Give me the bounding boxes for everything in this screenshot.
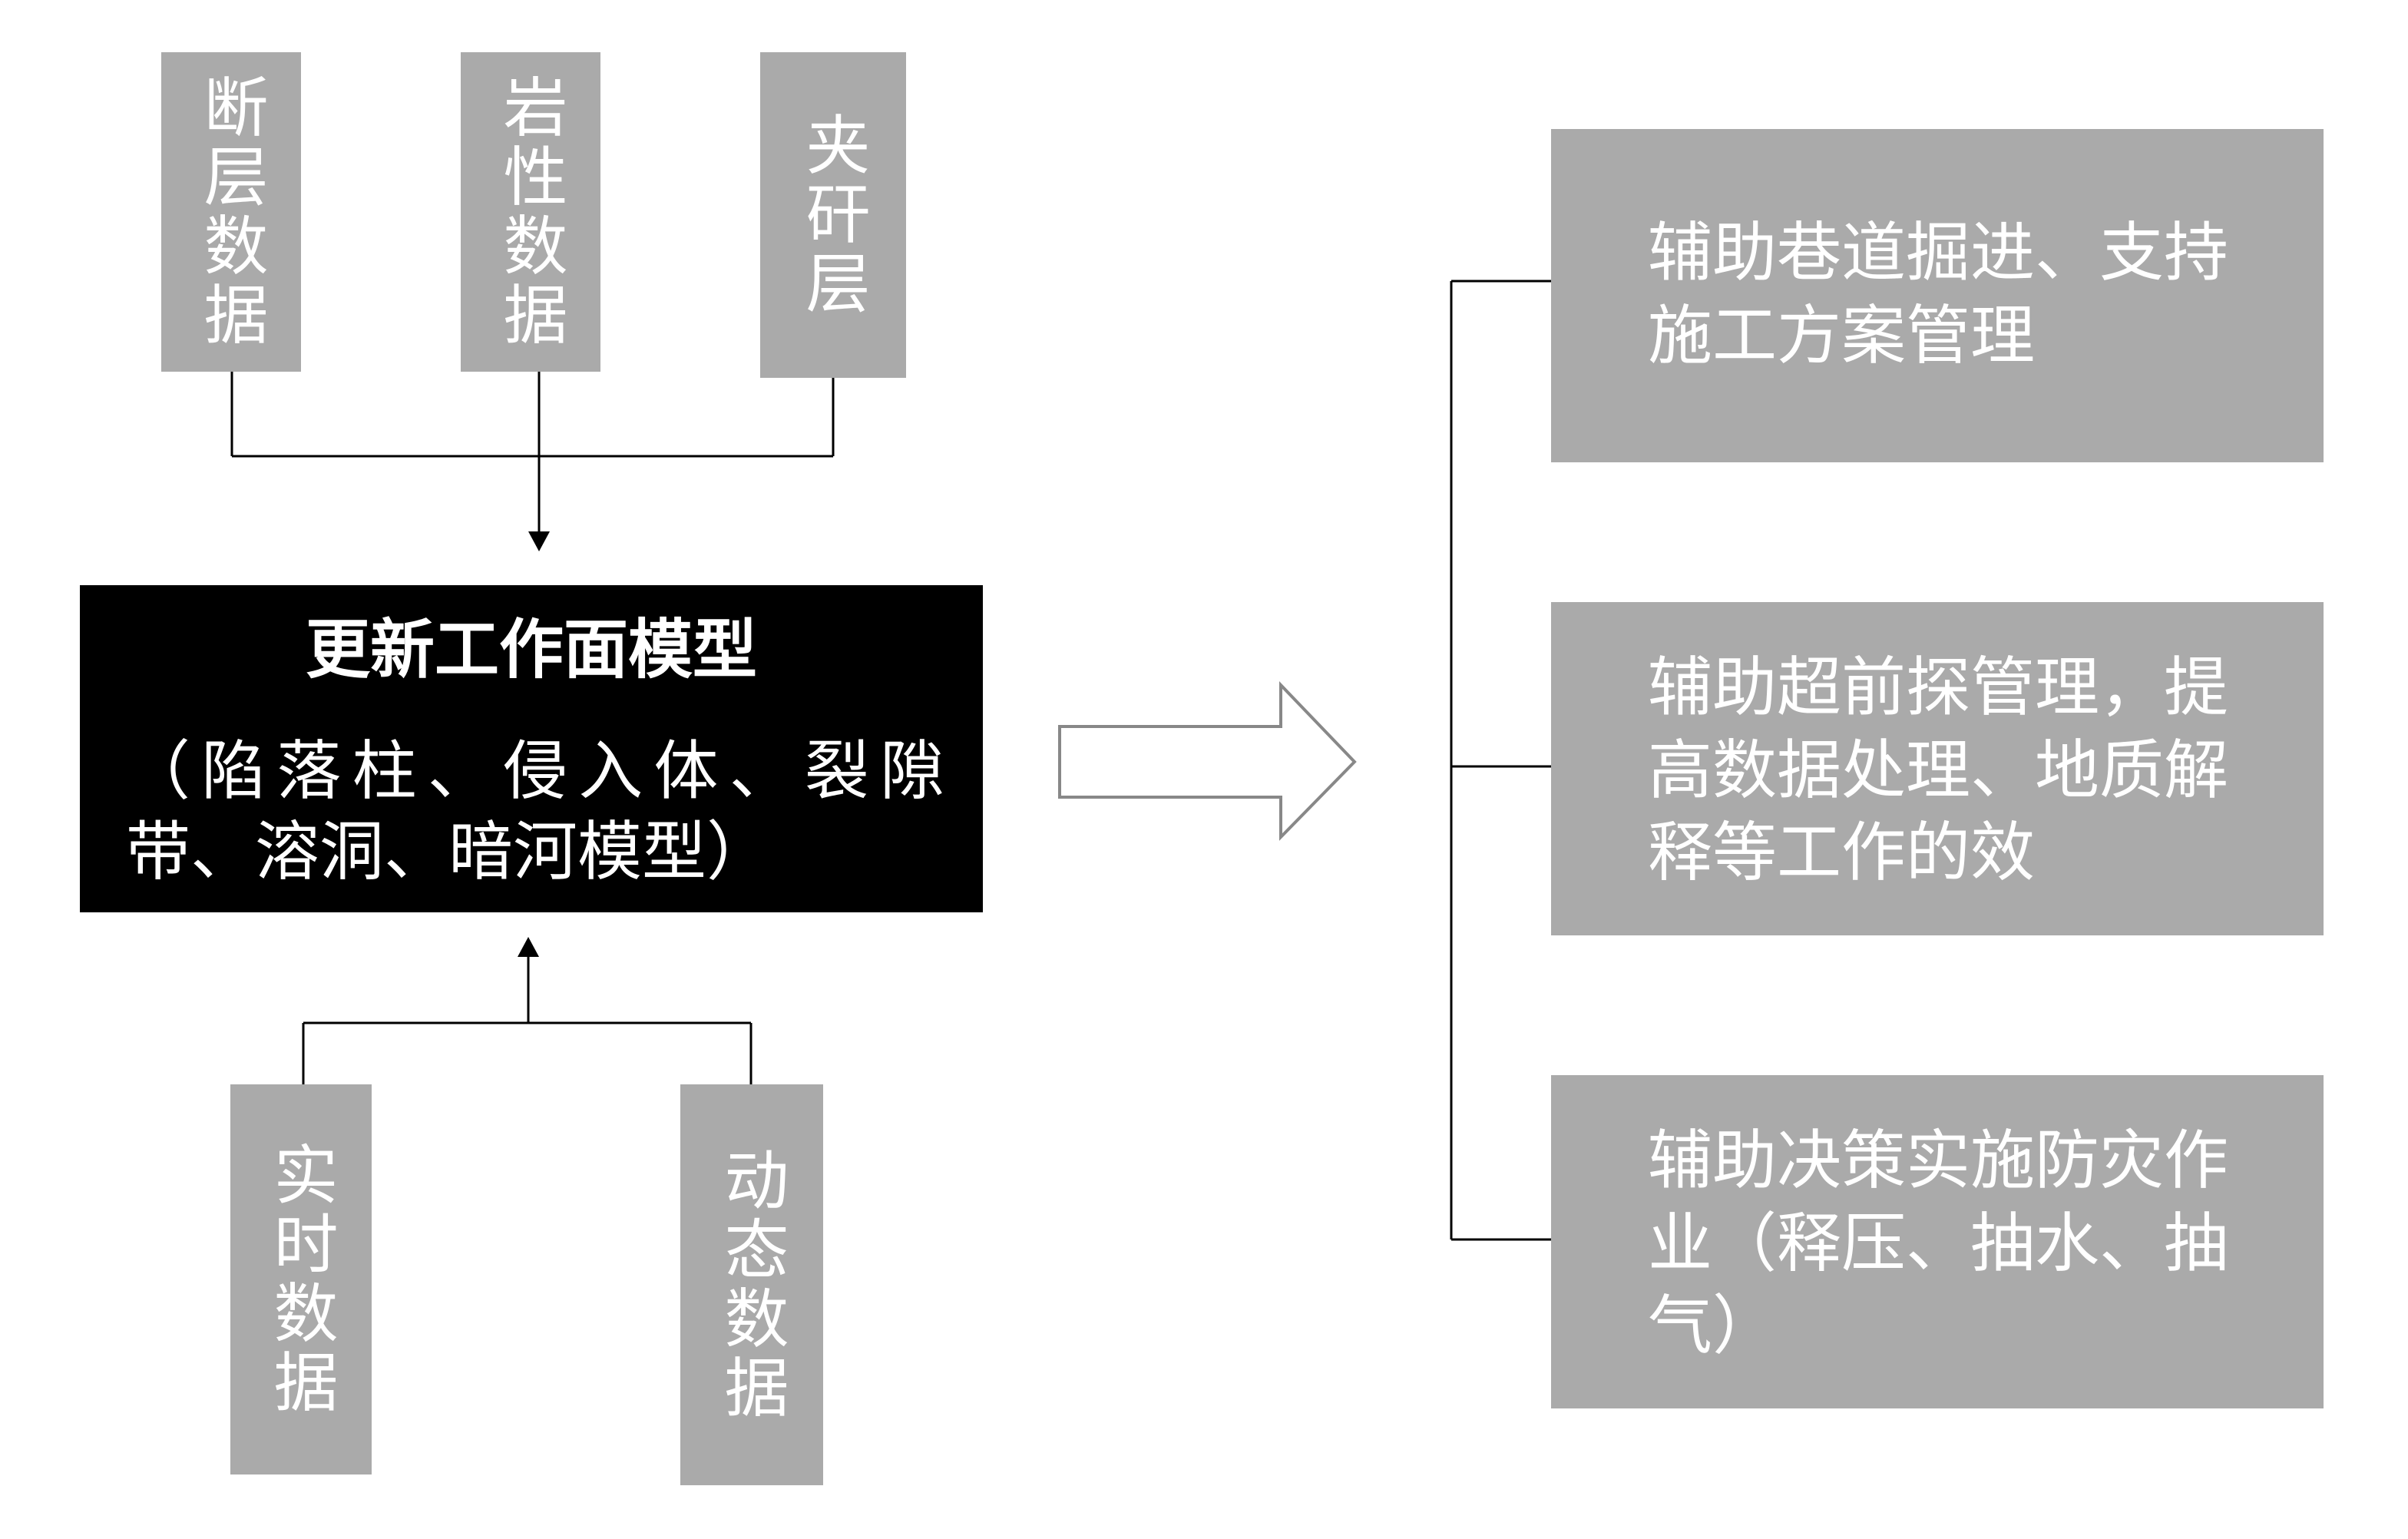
input-label: 夹矸层 xyxy=(796,111,871,319)
input-box-parting-layer: 夹矸层 xyxy=(760,52,906,378)
output-text: 辅助超前探管理，提高数据处理、地质解释等工作的效 xyxy=(1648,650,2229,891)
model-subtitle: （陷落柱、侵入体、裂隙带、溶洞、暗河模型） xyxy=(126,733,944,889)
input-label: 实时数据 xyxy=(263,1141,339,1418)
input-box-lithology-data: 岩性数据 xyxy=(461,52,600,372)
top-merge-connector xyxy=(230,372,835,458)
output-text: 辅助巷道掘进、支持施工方案管理 xyxy=(1648,215,2229,373)
bottom-arrow xyxy=(518,937,539,1023)
output-box-roadway: 辅助巷道掘进、支持施工方案管理 xyxy=(1551,129,2324,462)
input-label: 动态数据 xyxy=(714,1147,789,1423)
bottom-merge-connector xyxy=(302,1021,752,1084)
input-label: 岩性数据 xyxy=(493,74,568,350)
model-update-box: 更新工作面模型 （陷落柱、侵入体、裂隙带、溶洞、暗河模型） xyxy=(80,585,983,912)
input-box-realtime-data: 实时数据 xyxy=(230,1084,372,1474)
input-box-fault-data: 断层数据 xyxy=(161,52,301,372)
big-right-arrow xyxy=(1058,681,1357,841)
output-text: 辅助决策实施防灾作业（释压、抽水、抽气） xyxy=(1648,1123,2229,1364)
input-box-dynamic-data: 动态数据 xyxy=(680,1084,823,1485)
model-title: 更新工作面模型 xyxy=(305,612,757,687)
top-arrow xyxy=(528,456,550,551)
output-box-disaster-prevention: 辅助决策实施防灾作业（释压、抽水、抽气） xyxy=(1551,1075,2324,1408)
output-box-advance-detection: 辅助超前探管理，提高数据处理、地质解释等工作的效 xyxy=(1551,602,2324,935)
input-label: 断层数据 xyxy=(194,74,269,350)
output-bracket xyxy=(1450,280,1551,1241)
